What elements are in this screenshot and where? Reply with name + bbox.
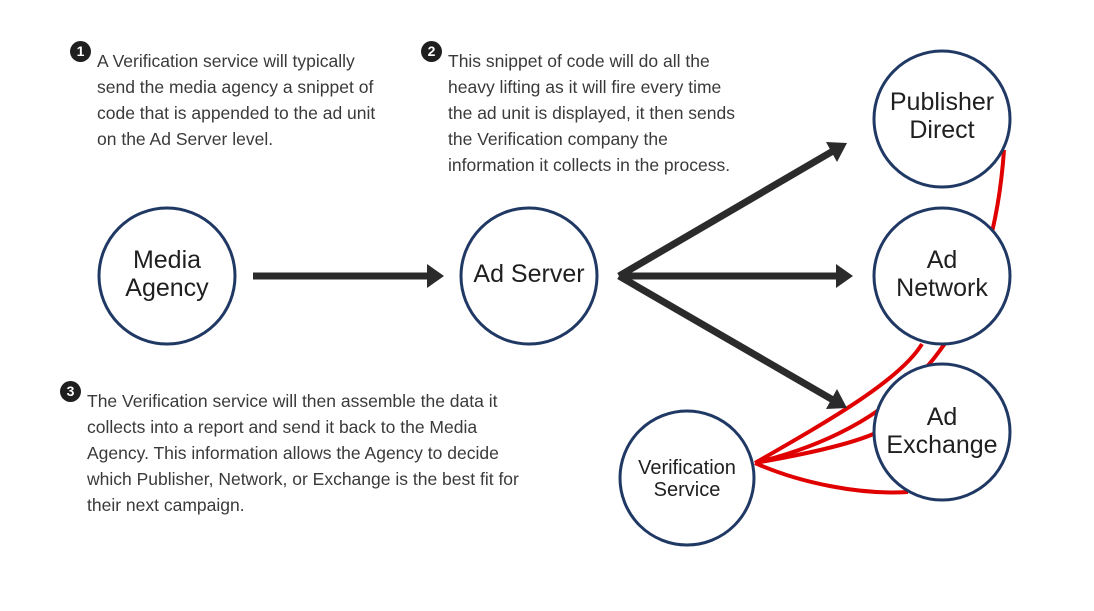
note-number-badge: 1 xyxy=(70,41,91,62)
node-label-line: Exchange xyxy=(886,431,997,459)
note-text: The Verification service will then assem… xyxy=(87,391,519,515)
node-verification-service: Verification Service xyxy=(618,409,756,547)
node-publisher-direct: Publisher Direct xyxy=(872,49,1012,189)
node-media-agency: Media Agency xyxy=(97,206,237,346)
node-label-line: Ad Server xyxy=(473,260,584,288)
node-label-line: Network xyxy=(896,274,988,302)
note-number-badge: 2 xyxy=(421,41,442,62)
node-label-line: Media xyxy=(133,246,201,274)
note-text: A Verification service will typically se… xyxy=(97,51,376,149)
node-label-line: Direct xyxy=(909,116,974,144)
arrow-ad-server-to-ad-exchange xyxy=(617,272,847,409)
node-ad-server: Ad Server xyxy=(459,206,599,346)
node-ad-network: Ad Network xyxy=(872,206,1012,346)
link-verification-to-ad-exchange-lower xyxy=(754,461,909,495)
link-verification-to-ad-network xyxy=(754,342,924,465)
arrow-media-agency-to-ad-server xyxy=(253,264,444,288)
node-label-line: Verification xyxy=(638,457,736,479)
node-label-line: Publisher xyxy=(890,88,994,116)
arrow-ad-server-to-publisher-direct xyxy=(617,142,847,280)
node-label-line: Service xyxy=(654,479,721,501)
node-label-line: Ad xyxy=(927,246,958,274)
link-verification-to-ad-exchange-upper xyxy=(754,430,879,465)
node-label-line: Ad xyxy=(927,403,958,431)
node-ad-exchange: Ad Exchange xyxy=(872,362,1012,502)
note-number-badge: 3 xyxy=(60,381,81,402)
node-label-line: Agency xyxy=(125,274,209,302)
arrow-ad-server-to-ad-network xyxy=(619,264,853,288)
arrows xyxy=(253,142,853,409)
note-text: This snippet of code will do all the hea… xyxy=(448,51,735,175)
